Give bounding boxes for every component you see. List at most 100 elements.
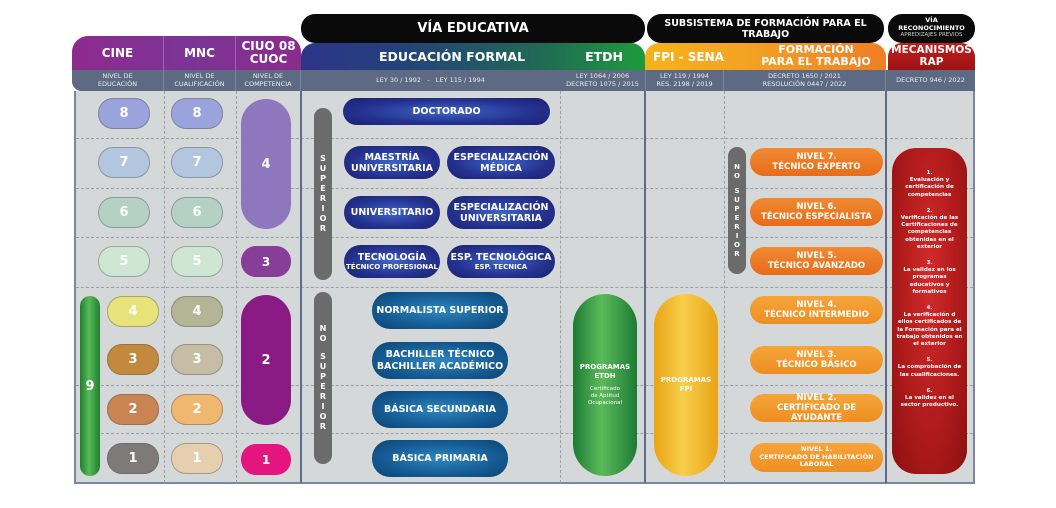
rap-item-number: 6. <box>926 387 933 394</box>
rap-label: RAP <box>919 55 944 68</box>
nivel-label: NIVEL 5. <box>796 251 837 261</box>
rap-item-number: 1. <box>926 170 933 176</box>
via-educativa-label: VÍA EDUCATIVA <box>417 21 529 36</box>
cine-label: CINE <box>101 46 134 60</box>
cine-level-label: 2 <box>128 402 138 417</box>
cine-header: CINE <box>72 36 164 70</box>
ciuo-level-4: 4 <box>241 99 291 229</box>
formacion-sub-2: RESOLUCIÓN 0447 / 2022 <box>762 79 847 88</box>
ciuo-level-2: 2 <box>241 295 291 425</box>
secundaria-label: BÁSICA SECUNDARIA <box>383 403 496 415</box>
etdh-sub-2: DECRETO 1075 / 2015 <box>566 79 639 88</box>
no-superior-letter: R <box>734 249 740 258</box>
educacion-formal-header: EDUCACIÓN FORMAL ETDH <box>301 43 645 70</box>
formal-subheader: LEY 30 / 1992 - LEY 115 / 1994 <box>301 70 560 91</box>
cine-level-label: 7 <box>119 155 129 170</box>
ciuo-header: CIUO 08 CUOC <box>236 36 301 70</box>
cine-level-5: 5 <box>98 246 150 277</box>
basica-secundaria-pill: BÁSICA SECUNDARIA <box>372 391 508 428</box>
para-el-trabajo-label: PARA EL TRABAJO <box>761 55 871 68</box>
mnc-level-label: 2 <box>192 402 202 417</box>
mnc-header: MNC <box>164 36 236 70</box>
nivel-desc: CERTIFICADO DE AYUDANTE <box>776 403 857 423</box>
via-label: VÍA <box>925 16 938 25</box>
educacion-formal-label: EDUCACIÓN FORMAL <box>379 49 526 64</box>
programas-fpi-title-1: PROGRAMAS <box>660 376 712 384</box>
mnc-level-4: 4 <box>171 296 223 327</box>
superior-label-bar: S U P E R I O R <box>314 108 332 280</box>
formal-sub: LEY 30 / 1992 - LEY 115 / 1994 <box>376 75 485 84</box>
esp-medica-label-1: ESPECIALIZACIÓN <box>453 151 549 163</box>
tecnologia-label-2: TÉCNICO PROFESIONAL <box>345 262 439 271</box>
programas-etdh-note-3: Ocupacional <box>587 400 622 406</box>
doctorado-label: DOCTORADO <box>412 106 481 117</box>
rap-item-text: Verificación de las Certificaciones de c… <box>900 215 959 250</box>
no-superior-letter: R <box>734 222 740 231</box>
nivel-7-pill: NIVEL 7.TÉCNICO EXPERTO <box>750 148 883 176</box>
cine-level-8: 8 <box>98 98 150 129</box>
rap-item-number: 4. <box>926 305 933 312</box>
superior-letter: R <box>319 224 327 233</box>
cine-sub-1: NIVEL DE <box>102 72 133 80</box>
mecanismos-rap-header: MECANISMOS RAP <box>888 43 975 70</box>
fpi-sena-label: FPI - SENA <box>653 50 724 64</box>
programas-fpi-pill: PROGRAMAS FPI <box>654 294 718 476</box>
nivel-label: NIVEL 3. <box>796 350 837 360</box>
nivel-4-pill: NIVEL 4.TÉCNICO INTERMEDIO <box>750 296 883 324</box>
cine-level-label: 4 <box>128 304 138 319</box>
rap-item-number: 5. <box>926 357 933 364</box>
mnc-level-5: 5 <box>171 246 223 277</box>
superior-letter: S <box>320 154 326 163</box>
nivel-label: NIVEL 4. <box>796 300 837 310</box>
subsistema-header: SUBSISTEMA DE FORMACIÓN PARA EL TRABAJO <box>647 14 884 43</box>
nivel-desc-2: LABORAL <box>799 460 834 469</box>
no-superior-letter: I <box>321 402 325 411</box>
nivel-desc: CERTIFICADO DE HABILITACIÓN <box>759 452 874 461</box>
formacion-no-superior-bar: N O S U P E R I O R <box>728 147 746 274</box>
no-superior-letter: I <box>735 231 739 240</box>
clasificaciones-header: CINE MNC CIUO 08 CUOC <box>72 36 301 70</box>
no-superior-letter: S <box>320 352 326 361</box>
no-superior-letter: E <box>320 382 326 391</box>
mnc-level-7: 7 <box>171 147 223 178</box>
col-divider <box>724 91 725 483</box>
mnc-level-label: 8 <box>192 106 202 121</box>
esp-univ-label-1: ESPECIALIZACIÓN <box>453 201 549 213</box>
row-divider <box>76 237 973 238</box>
mnc-label: MNC <box>184 46 215 60</box>
primaria-label: BÁSICA PRIMARIA <box>392 452 488 464</box>
col-divider <box>164 91 165 483</box>
superior-letter: I <box>321 204 325 213</box>
col-divider <box>644 91 646 483</box>
etdh-sub-1: LEY 1064 / 2006 <box>575 72 630 80</box>
universitario-label: UNIVERSITARIO <box>350 207 434 218</box>
ciuo-level-3: 3 <box>241 246 291 277</box>
cine-level-label: 6 <box>119 205 129 220</box>
col-divider <box>885 91 887 483</box>
tecnologia-label-1: TECNOLOGÍA <box>357 251 427 263</box>
no-superior-letter: O <box>319 412 327 421</box>
esp-medica-label-2: MÉDICA <box>480 162 522 174</box>
rap-item: 1.Evaluación y certificación de competen… <box>896 170 963 199</box>
mnc-level-label: 1 <box>192 451 202 466</box>
nivel-5-pill: NIVEL 5.TÉCNICO AVANZADO <box>750 247 883 275</box>
nivel-desc: TÉCNICO ESPECIALISTA <box>761 212 872 222</box>
mnc-level-label: 6 <box>192 205 202 220</box>
basica-primaria-pill: BÁSICA PRIMARIA <box>372 440 508 477</box>
ciuo-level-label: 2 <box>261 352 271 368</box>
superior-letter: R <box>319 194 327 203</box>
cine-level-2: 2 <box>107 394 159 425</box>
fpi-sub-2: RES. 2198 / 2019 <box>656 79 713 88</box>
normalista-pill: NORMALISTA SUPERIOR <box>372 292 508 329</box>
mnc-level-label: 7 <box>192 155 202 170</box>
programas-etdh-title-2: ETDH <box>594 372 616 380</box>
reconocimiento-label: RECONOCIMIENTO <box>898 23 965 32</box>
